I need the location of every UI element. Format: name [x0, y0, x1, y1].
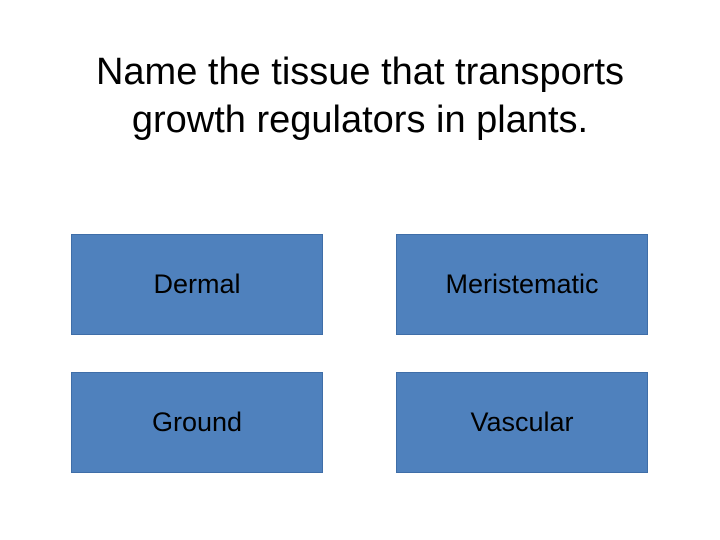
- question-line-2: growth regulators in plants.: [131, 99, 589, 141]
- answer-option-meristematic[interactable]: Meristematic: [396, 234, 648, 335]
- question-title: Name the tissue that transports growth r…: [36, 48, 684, 144]
- answer-option-label: Meristematic: [445, 269, 599, 299]
- answer-option-label: Vascular: [470, 407, 574, 437]
- answer-option-label: Ground: [151, 407, 243, 437]
- answer-option-dermal[interactable]: Dermal: [71, 234, 323, 335]
- answer-option-vascular[interactable]: Vascular: [396, 372, 648, 473]
- answer-option-ground[interactable]: Ground: [71, 372, 323, 473]
- answer-option-label: Dermal: [153, 269, 241, 299]
- question-line-1: Name the tissue that transports: [95, 51, 625, 93]
